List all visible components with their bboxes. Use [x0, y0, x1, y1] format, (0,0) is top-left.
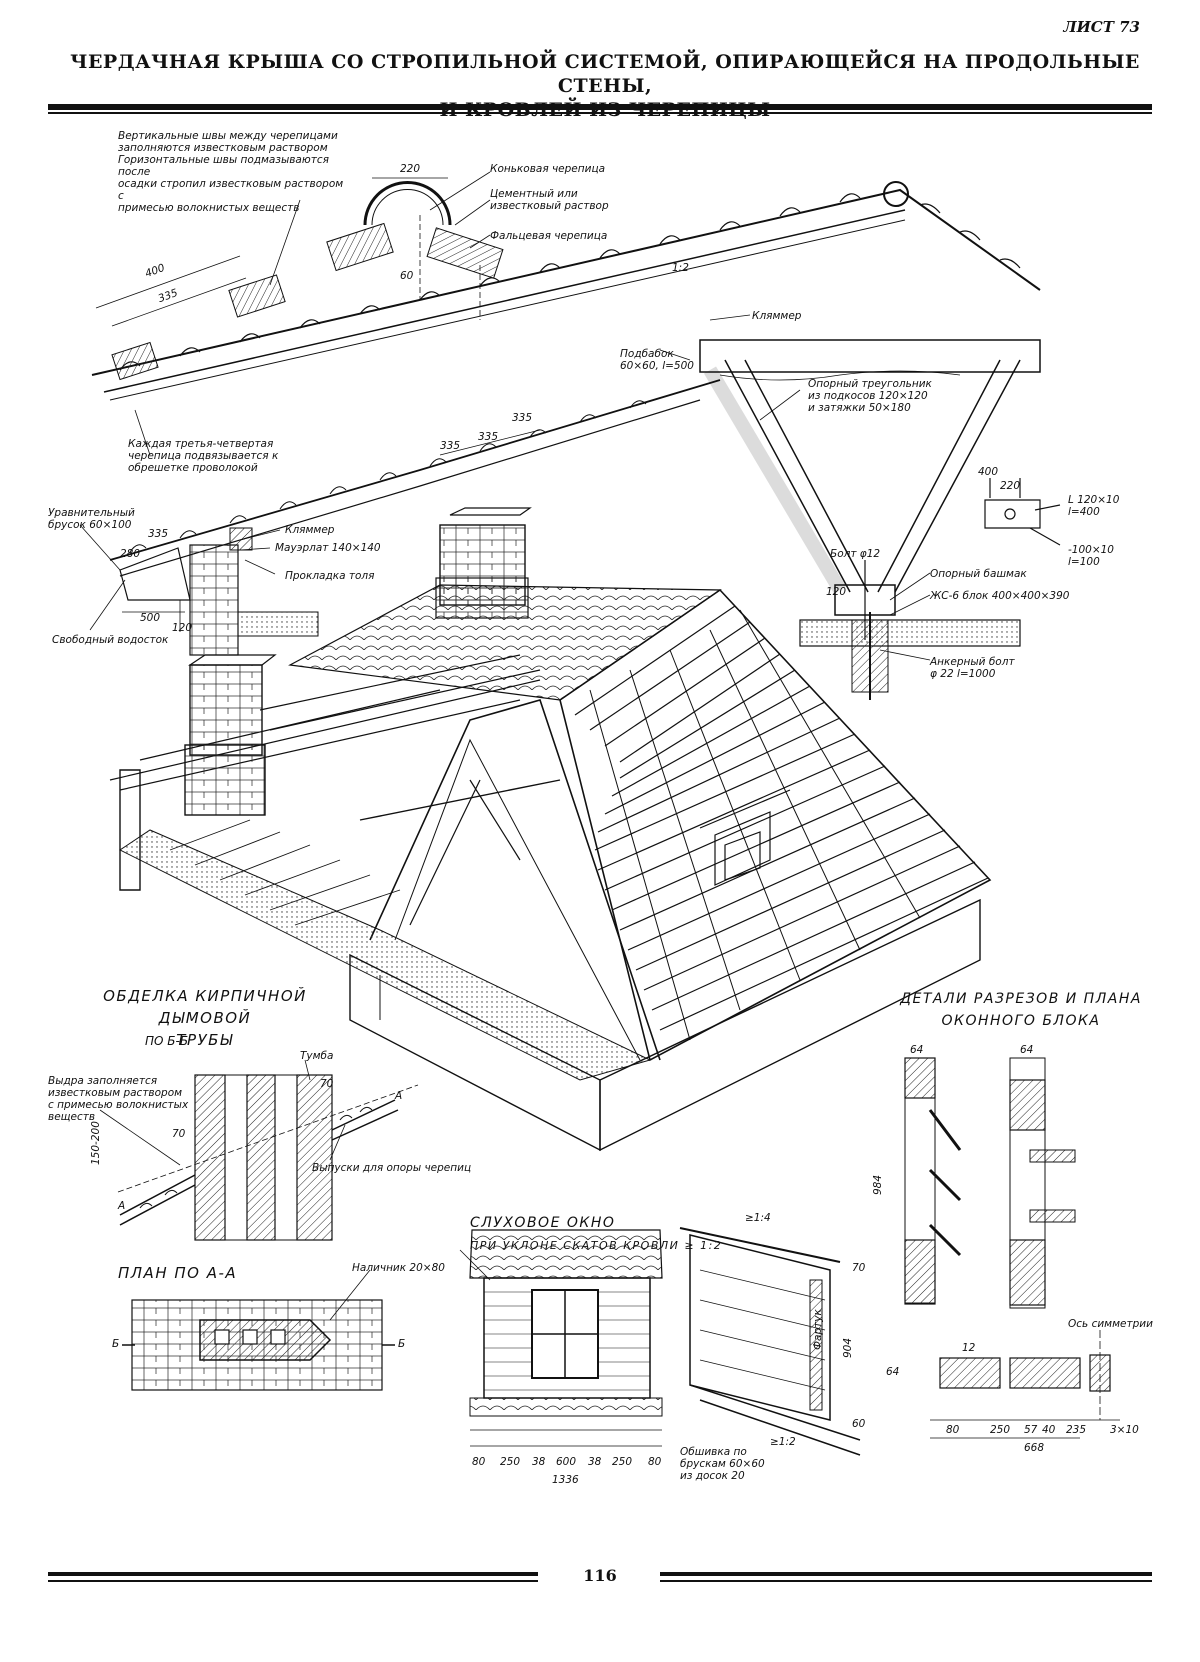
casing-label: Наличник 20×80	[352, 1262, 445, 1274]
chimney-dim-70b: 70	[320, 1078, 333, 1090]
dormer-dim-2: 38	[532, 1456, 545, 1468]
dormer-dim-4: 38	[588, 1456, 601, 1468]
steel-shoe-detail	[985, 478, 1060, 545]
mortar-label: Цементный или известковый раствор	[490, 188, 609, 212]
dim-335-b: 335	[478, 431, 498, 443]
gutter-label: Свободный водосток	[52, 634, 168, 646]
dormer-dim-70: 70	[852, 1262, 865, 1274]
eave-clamp-label: Кляммер	[285, 524, 334, 536]
felt-label: Прокладка толя	[285, 570, 374, 582]
section-mark-a-right: А	[395, 1090, 402, 1102]
dormer-slope-2: ≥1:2	[770, 1436, 796, 1448]
dormer-dim-3: 600	[556, 1456, 576, 1468]
mauerlat-label: Мауэрлат 140×140	[275, 542, 381, 554]
dormer-dim-5: 250	[612, 1456, 632, 1468]
dormer-dim-904: 904	[842, 1338, 854, 1358]
window-dim-12: 12	[962, 1342, 975, 1354]
window-plan-dim-1: 250	[990, 1424, 1010, 1436]
window-dim-64c: 64	[886, 1366, 899, 1378]
truss-dim-220: 220	[1000, 480, 1020, 492]
dormer-dim-1: 250	[500, 1456, 520, 1468]
window-plan-dim-5: 3×10	[1110, 1424, 1139, 1436]
plan-heading: ПЛАН ПО А-А	[118, 1262, 237, 1284]
dim-60-ridge: 60	[400, 270, 413, 282]
tumba-label: Тумба	[300, 1050, 333, 1062]
symmetry-axis-label: Ось симметрии	[1068, 1318, 1153, 1330]
chimney-left	[185, 655, 275, 815]
dormer-dim-0: 80	[472, 1456, 485, 1468]
window-dim-984: 984	[872, 1175, 884, 1195]
block-label: ЖС-6 блок 400×400×390	[930, 590, 1069, 602]
chimney-right	[436, 508, 530, 618]
dormer-side-section	[680, 1228, 860, 1455]
truss-dim-400: 400	[978, 466, 998, 478]
strut-label: Подбабок 60×60, l=500	[620, 348, 694, 372]
angle1-label: L 120×10 l=400	[1068, 494, 1119, 518]
window-block-details	[905, 1058, 1120, 1438]
shoe-label: Опорный башмак	[930, 568, 1027, 580]
groove-tile-label: Фальцевая черепица	[490, 230, 607, 242]
window-plan-dim-0: 80	[946, 1424, 959, 1436]
eave-dim-280: 280	[120, 548, 140, 560]
leveling-bar-label: Уравнительный брусок 60×100	[48, 507, 135, 531]
dim-220-ridge: 220	[400, 163, 420, 175]
eave-dim-120: 120	[172, 622, 192, 634]
dormer-dim-60: 60	[852, 1418, 865, 1430]
fartuk-label: Фартук	[812, 1309, 824, 1350]
dormer-dim-6: 80	[648, 1456, 661, 1468]
dormer-elevation	[470, 1230, 662, 1446]
dormer-total: 1336	[552, 1474, 579, 1486]
chimney-sub: ПО Б-Б	[145, 1035, 188, 1047]
joint-note: Вертикальные швы между черепицами заполн…	[118, 130, 348, 214]
dim-335-a: 335	[440, 440, 460, 452]
chimney-heading: ОБДЕЛКА КИРПИЧНОЙ ДЫМОВОЙ ТРУБЫ	[55, 985, 355, 1051]
window-plan-dim-3: 40	[1042, 1424, 1055, 1436]
outlets-label: Выпуски для опоры черепиц	[312, 1162, 471, 1174]
window-dim-64a: 64	[910, 1044, 923, 1056]
slope-label: 1:2	[672, 262, 689, 274]
window-plan-dim-2: 57	[1024, 1424, 1037, 1436]
eave-dim-335: 335	[148, 528, 168, 540]
triangle-label: Опорный треугольник из подкосов 120×120 …	[808, 378, 932, 414]
bolt-label: Болт φ12	[830, 548, 880, 560]
dormer-heading: СЛУХОВОЕ ОКНО ПРИ УКЛОНЕ СКАТОВ КРОВЛИ ≥…	[470, 1190, 722, 1257]
cladding-label: Обшивка по брускам 60×60 из досок 20	[680, 1446, 765, 1482]
anchor-label: Анкерный болт φ 22 l=1000	[930, 656, 1015, 680]
ridge-dimension-lines	[96, 178, 540, 455]
page-number: 116	[0, 1566, 1200, 1585]
truss-clamp-label: Кляммер	[752, 310, 801, 322]
section-mark-a-left: А	[118, 1200, 125, 1212]
window-plan-dim-4: 235	[1066, 1424, 1086, 1436]
truss-dim-120: 120	[826, 586, 846, 598]
dormer-heading-main: СЛУХОВОЕ ОКНО	[470, 1215, 615, 1231]
fill-note: Выдра заполняется известковым раствором …	[48, 1075, 188, 1123]
plan-mark-b-right: Б	[398, 1338, 405, 1350]
plan-mark-b-left: Б	[112, 1338, 119, 1350]
window-plan-total: 668	[1024, 1442, 1044, 1454]
chimney-dim-70a: 70	[172, 1128, 185, 1140]
eave-dim-500: 500	[140, 612, 160, 624]
window-details-heading: ДЕТАЛИ РАЗРЕЗОВ И ПЛАНА ОКОННОГО БЛОКА	[890, 988, 1152, 1032]
plan-aa	[122, 1300, 395, 1390]
angle2-label: -100×10 l=100	[1068, 544, 1114, 568]
window-dim-64b: 64	[1020, 1044, 1033, 1056]
chimney-dim-150: 150-200	[90, 1121, 102, 1165]
dormer-slope-1: ≥1:4	[745, 1212, 771, 1224]
ridge-tile-label: Коньковая черепица	[490, 163, 605, 175]
dim-335-c: 335	[512, 412, 532, 424]
roof-battens	[575, 606, 988, 1030]
wire-note: Каждая третья-четвертая черепица подвязы…	[128, 438, 308, 474]
dormer-heading-sub: ПРИ УКЛОНЕ СКАТОВ КРОВЛИ ≥ 1:2	[470, 1239, 722, 1252]
